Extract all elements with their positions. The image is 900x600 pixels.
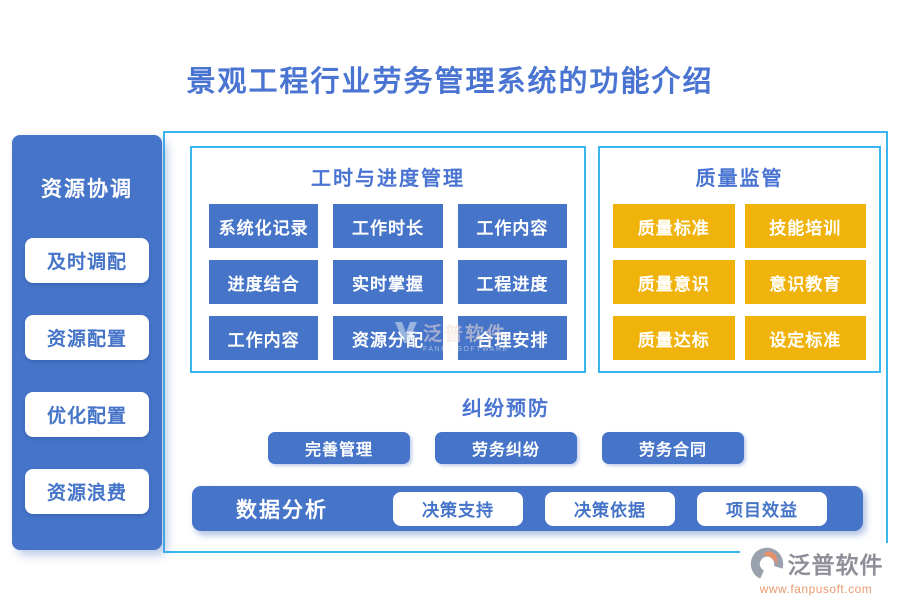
dispute-button-group: 完善管理 劳务纠纷 劳务合同: [190, 432, 822, 464]
worktime-btn-systematic-record[interactable]: 系统化记录: [209, 204, 319, 248]
quality-btn-set-standard[interactable]: 设定标准: [744, 316, 866, 360]
panel-worktime-grid: 系统化记录 工作时长 工作内容 进度结合 实时掌握 工程进度 工作内容 资源分配…: [192, 204, 584, 360]
worktime-btn-work-content-1[interactable]: 工作内容: [457, 204, 567, 248]
panel-worktime-progress: 工时与进度管理 系统化记录 工作时长 工作内容 进度结合 实时掌握 工程进度 工…: [190, 146, 586, 373]
sidebar-button-group: 及时调配 资源配置 优化配置 资源浪费: [25, 238, 149, 514]
analysis-btn-decision-basis[interactable]: 决策依据: [545, 491, 675, 526]
quality-btn-skill-training[interactable]: 技能培训: [744, 204, 866, 248]
sidebar-resource-coordination: 资源协调 及时调配 资源配置 优化配置 资源浪费: [12, 135, 162, 550]
dispute-btn-labor-dispute[interactable]: 劳务纠纷: [435, 432, 577, 464]
sidebar-item-optimized-allocation[interactable]: 优化配置: [25, 392, 149, 437]
quality-btn-quality-standard[interactable]: 质量标准: [613, 204, 735, 248]
quality-btn-quality-compliance[interactable]: 质量达标: [613, 316, 735, 360]
worktime-btn-progress-integration[interactable]: 进度结合: [209, 260, 319, 304]
brand-logo: 泛普软件 www.fanpusoft.com: [740, 543, 892, 596]
sidebar-item-resource-allocation[interactable]: 资源配置: [25, 315, 149, 360]
brand-url: www.fanpusoft.com: [759, 582, 873, 596]
worktime-btn-work-duration[interactable]: 工作时长: [333, 204, 443, 248]
dispute-title: 纠纷预防: [462, 398, 550, 420]
sidebar-item-resource-waste[interactable]: 资源浪费: [25, 469, 149, 514]
fanpu-logo-icon: [750, 547, 783, 581]
worktime-btn-realtime-grasp[interactable]: 实时掌握: [333, 260, 443, 304]
page-title: 景观工程行业劳务管理系统的功能介绍: [186, 66, 714, 98]
panel-quality-supervision: 质量监管 质量标准 技能培训 质量意识 意识教育 质量达标 设定标准: [598, 146, 881, 373]
data-analysis-label: 数据分析: [236, 498, 328, 522]
quality-btn-quality-awareness[interactable]: 质量意识: [613, 260, 735, 304]
brand-logo-row: 泛普软件: [749, 545, 884, 581]
analysis-btn-decision-support[interactable]: 决策支持: [393, 491, 523, 526]
panel-quality-grid: 质量标准 技能培训 质量意识 意识教育 质量达标 设定标准: [600, 204, 879, 360]
section-dispute-prevention: 纠纷预防 完善管理 劳务纠纷 劳务合同: [190, 392, 822, 464]
quality-btn-awareness-education[interactable]: 意识教育: [744, 260, 866, 304]
analysis-btn-project-benefit[interactable]: 项目效益: [697, 491, 827, 526]
section-data-analysis: 数据分析 决策支持 决策依据 项目效益: [192, 486, 863, 531]
dispute-btn-labor-contract[interactable]: 劳务合同: [602, 432, 744, 464]
analysis-button-group: 决策支持 决策依据 项目效益: [393, 491, 827, 526]
worktime-btn-work-content-2[interactable]: 工作内容: [209, 316, 319, 360]
sidebar-title: 资源协调: [41, 178, 133, 201]
panel-worktime-title: 工时与进度管理: [311, 168, 465, 190]
sidebar-item-timely-dispatch[interactable]: 及时调配: [25, 238, 149, 283]
dispute-btn-improve-management[interactable]: 完善管理: [268, 432, 410, 464]
worktime-btn-project-progress[interactable]: 工程进度: [457, 260, 567, 304]
worktime-btn-reasonable-arrangement[interactable]: 合理安排: [457, 316, 567, 360]
worktime-btn-resource-distribution[interactable]: 资源分配: [333, 316, 443, 360]
brand-name: 泛普软件: [787, 552, 884, 578]
panel-quality-title: 质量监管: [695, 168, 784, 190]
